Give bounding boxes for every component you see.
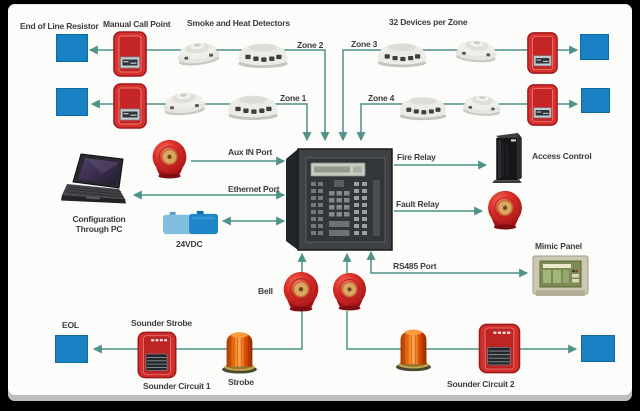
mimic-panel-icon [532,254,589,298]
label-rs485-port: RS485 Port [393,261,437,271]
laptop-icon [60,153,132,213]
label-bell: Bell [258,286,273,296]
manual-call-point-icon [526,84,559,126]
eol-resistor-block [56,88,88,116]
wire-sounder-circuit-2 [346,311,578,354]
wire-zone-1 [90,99,312,142]
heat-detector-icon [225,90,281,120]
smoke-detector-icon [454,32,499,66]
smoke-detector-icon [161,84,207,118]
eol-resistor-block [55,335,88,363]
manual-call-point-icon [113,83,147,129]
label-zone-2: Zone 2 [297,40,324,50]
strobe-beacon-icon [220,328,259,374]
sounder-bell-icon [280,271,322,313]
smoke-detector-icon [461,86,503,121]
wire-zone-4 [356,99,579,142]
label-zone-1: Zone 1 [280,93,307,103]
wire-zone-3 [338,45,579,142]
heat-detector-icon [376,37,428,68]
heat-detector-icon [398,91,448,121]
aux-bell-icon [147,139,192,180]
label-eol: EOL [62,320,79,330]
label-access-control: Access Control [532,151,592,161]
manual-call-point-icon [526,32,559,74]
eol-resistor-block [580,34,609,60]
eol-resistor-block [56,34,88,62]
label-aux-in-port: Aux IN Port [228,147,273,157]
wire-sounder-circuit-1 [92,310,303,354]
access-control-unit-icon [489,131,527,184]
label-ethernet-port: Ethernet Port [228,184,280,194]
wire-rs485 [366,250,529,278]
eol-resistor-block [581,88,610,113]
fault-relay-bell-icon [485,190,525,231]
label-smoke-and-heat-detectors: Smoke and Heat Detectors [187,18,290,28]
label-32-devices-per-zone: 32 Devices per Zone [389,17,468,27]
label-zone-4: Zone 4 [368,93,395,103]
heat-detector-icon [235,38,291,68]
label-configuration-through-pc: Configuration Through PC [72,214,126,235]
smoke-detector-icon [174,33,221,68]
label-strobe: Strobe [228,377,254,387]
label-sounder-strobe: Sounder Strobe [131,318,192,328]
label-end-of-line-resistor: End of Line Resistor [20,21,99,31]
fire-alarm-control-panel [286,142,394,252]
label-sounder-circuit-1: Sounder Circuit 1 [143,381,211,391]
strobe-beacon-icon [395,325,432,372]
label-fire-relay: Fire Relay [397,152,436,162]
label-sounder-circuit-2: Sounder Circuit 2 [447,379,515,389]
label-24vdc: 24VDC [176,239,203,249]
label-manual-call-point: Manual Call Point [103,19,171,29]
label-fault-relay: Fault Relay [396,199,440,209]
sounder-bell-icon [330,272,369,312]
sounder-strobe-icon [136,331,178,379]
label-zone-3: Zone 3 [351,39,378,49]
manual-call-point-icon [113,31,147,77]
battery-24vdc-icon [161,209,221,236]
label-mimic-panel: Mimic Panel [535,241,582,251]
eol-resistor-block [581,335,615,362]
wire-zone-2 [88,45,330,142]
sounder-strobe-icon [478,321,521,376]
